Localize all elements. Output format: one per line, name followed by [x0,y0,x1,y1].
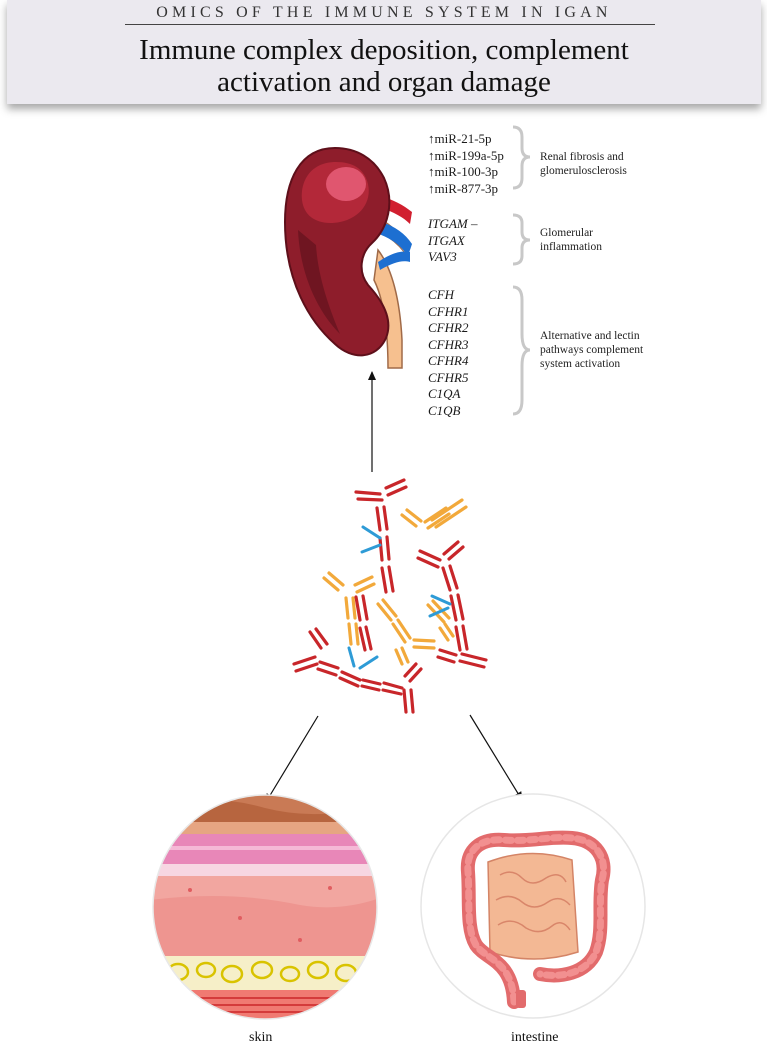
mirna-item: ↑miR-877-3p [428,180,499,196]
gene-item: CFHR3 [428,336,469,352]
gene-item: CFHR1 [428,303,469,319]
intestine-illustration [420,793,646,1019]
gene-item: VAV3 [428,249,457,264]
mirna-item: ↑miR-21-5p [428,131,492,146]
intestine-caption: intestine [511,1030,559,1045]
integrin-gene-list: ITGAM – ITGAX VAV3 [428,216,477,266]
kidney-illustration [283,146,412,369]
description-line: inflammation [540,241,602,253]
gene-item: C1QA [428,386,461,401]
mirna-list: ↑miR-21-5p ↑miR-199a-5p ↑miR-100-3p ↑miR… [428,131,504,197]
header-banner: OMICS OF THE IMMUNE SYSTEM IN IGAN Immun… [7,0,761,104]
title-line-2: activation and organ damage [217,66,551,98]
brace-group-3 [512,285,531,416]
arrow-to-skin [265,715,319,803]
gene-item: ITGAM – [428,216,478,231]
complement-gene-list: CFH CFHR1 CFHR2 CFHR3 CFHR4 CFHR5 C1QA C… [428,287,468,419]
gene-item: CFHR4 [428,353,469,368]
page-title: Immune complex deposition, complement ac… [7,34,761,98]
group-1-description: Renal fibrosis and glomerulosclerosis [540,150,627,178]
immune-complex-illustration [292,478,488,714]
header-kicker: OMICS OF THE IMMUNE SYSTEM IN IGAN [156,4,612,21]
arrow-to-intestine [469,714,523,801]
description-line: glomerulosclerosis [540,165,627,177]
description-line: system activation [540,358,621,370]
description-line: Renal fibrosis and [540,151,624,163]
header-rule [125,24,655,25]
description-line: Glomerular [540,227,594,239]
brace-group-2 [512,213,531,266]
gene-item: ITGAX [428,232,465,248]
description-line: pathways complement [540,344,644,356]
skin-illustration [152,794,378,1020]
gene-item: CFHR2 [428,320,469,335]
mirna-item: ↑miR-199a-5p [428,147,504,163]
description-line: Alternative and lectin [540,330,640,342]
title-line-1: Immune complex deposition, complement [139,34,629,66]
gene-item: CFH [428,287,454,302]
skin-caption: skin [249,1030,273,1045]
group-3-description: Alternative and lectin pathways compleme… [540,329,643,371]
gene-item: C1QB [428,402,461,418]
mirna-item: ↑miR-100-3p [428,164,499,179]
gene-item: CFHR5 [428,369,469,385]
group-2-description: Glomerular inflammation [540,226,602,254]
brace-group-1 [512,125,531,190]
